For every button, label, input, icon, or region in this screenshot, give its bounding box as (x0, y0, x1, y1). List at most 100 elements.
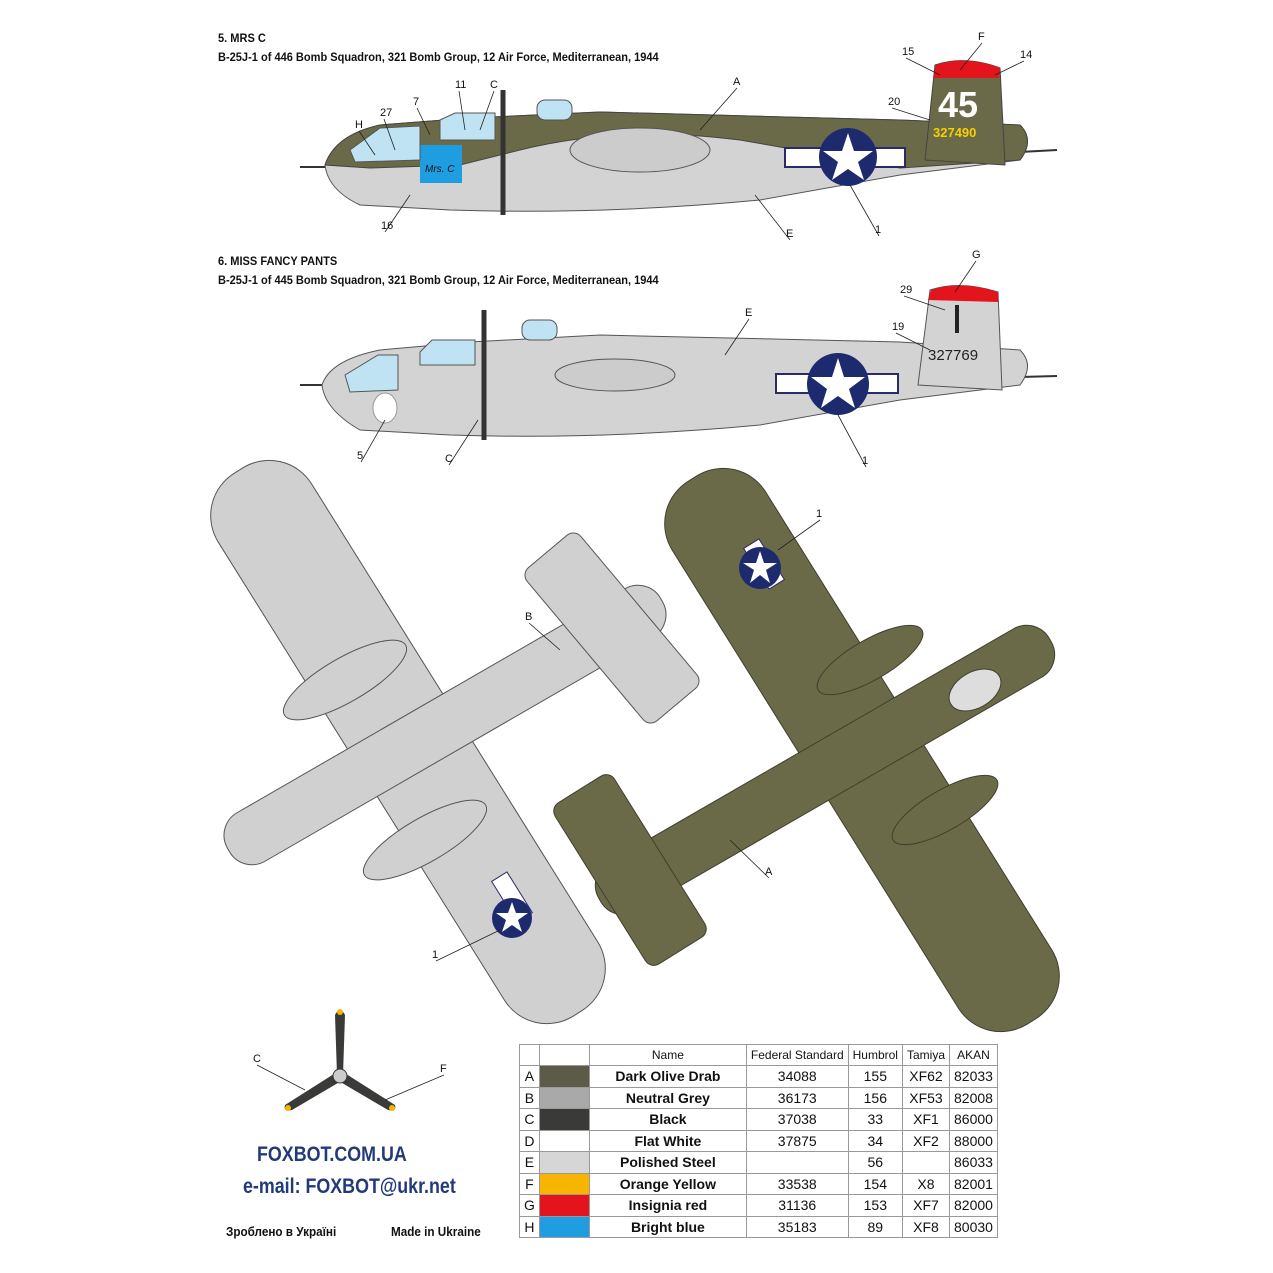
akan-code: 88000 (949, 1129, 998, 1152)
propeller-diagram (284, 1009, 396, 1111)
akan-code: 82033 (949, 1065, 998, 1088)
callout-leader-line (416, 107, 431, 136)
callout-leader-line (479, 90, 495, 131)
callout-label: C (253, 1053, 261, 1065)
callout-label: E (745, 307, 752, 319)
callout-leader-line (256, 1064, 306, 1091)
callout-label: 20 (888, 96, 900, 108)
side-view-mrs-c: Mrs. C 45 327490 (300, 60, 1058, 215)
federal-standard: 35183 (745, 1215, 849, 1238)
akan-code: 86000 (949, 1108, 998, 1131)
tamiya-code (901, 1151, 951, 1174)
color-code: G (519, 1194, 540, 1217)
callout-label: 1 (816, 508, 822, 520)
callout-label: B (525, 611, 532, 623)
callout-label: H (355, 119, 363, 131)
callout-leader-line (458, 90, 466, 131)
humbrol-code: 56 (847, 1151, 903, 1174)
callout-leader-line (994, 60, 1025, 76)
callout-leader-line (383, 118, 396, 151)
callout-label: A (765, 866, 773, 878)
callout-leader-line (903, 295, 946, 311)
callout-leader-line (905, 57, 941, 76)
color-swatch (538, 1215, 590, 1238)
callout-leader-line (849, 184, 880, 237)
callout-label: 16 (381, 220, 393, 232)
profile-6-title: 6. MISS FANCY PANTS (218, 254, 338, 268)
column-header: Tamiya (901, 1044, 951, 1066)
color-name: Dark Olive Drab (588, 1065, 747, 1088)
tamiya-code: XF62 (901, 1065, 951, 1088)
color-swatch (538, 1151, 590, 1174)
humbrol-code: 153 (847, 1194, 903, 1217)
callout-leader-line (384, 1074, 445, 1101)
callout-leader-line (699, 87, 738, 131)
profile-5-title: 5. MRS C (218, 31, 266, 45)
column-header: Federal Standard (745, 1044, 849, 1066)
column-header: AKAN (949, 1044, 998, 1066)
callout-label: C (490, 79, 498, 91)
callout-leader-line (754, 194, 791, 241)
callout-leader-line (895, 332, 931, 351)
tamiya-code: XF7 (901, 1194, 951, 1217)
federal-standard: 37038 (745, 1108, 849, 1131)
humbrol-code: 34 (847, 1129, 903, 1152)
callout-leader-line (448, 419, 479, 466)
profile-5-subtitle: B-25J-1 of 446 Bomb Squadron, 321 Bomb G… (218, 50, 659, 64)
akan-code: 80030 (949, 1215, 998, 1238)
callout-label: 29 (900, 284, 912, 296)
tail-code: 45 (938, 84, 978, 125)
tail-serial: 327490 (933, 125, 976, 140)
profile-6-subtitle: B-25J-1 of 445 Bomb Squadron, 321 Bomb G… (218, 273, 659, 287)
email: e-mail: FOXBOT@ukr.net (243, 1175, 456, 1198)
tamiya-code: XF1 (901, 1108, 951, 1131)
federal-standard: 31136 (745, 1194, 849, 1217)
callout-label: 15 (902, 46, 914, 58)
color-code: D (519, 1129, 540, 1152)
color-swatch (538, 1086, 590, 1109)
akan-code: 86033 (949, 1151, 998, 1174)
callout-leader-line (724, 318, 750, 356)
made-in-ukraine-en: Made in Ukraine (391, 1224, 481, 1239)
callout-label: A (733, 76, 741, 88)
federal-standard: 34088 (745, 1065, 849, 1088)
callout-leader-line (528, 622, 561, 651)
made-in-ukraine-ua: Зроблено в Україні (226, 1224, 337, 1239)
column-header: Name (588, 1044, 747, 1066)
color-swatch (538, 1172, 590, 1195)
color-code: A (519, 1065, 540, 1088)
color-swatch (538, 1108, 590, 1131)
callout-label: 14 (1020, 49, 1032, 61)
column-header (519, 1044, 540, 1066)
callout-leader-line (954, 260, 977, 293)
callout-label: 5 (357, 450, 363, 462)
color-name: Orange Yellow (588, 1172, 747, 1195)
callout-leader-line (777, 519, 821, 551)
akan-code: 82000 (949, 1194, 998, 1217)
humbrol-code: 155 (847, 1065, 903, 1088)
color-code: E (519, 1151, 540, 1174)
column-header (538, 1044, 590, 1066)
callout-label: E (786, 228, 793, 240)
callout-leader-line (360, 419, 386, 463)
callout-leader-line (891, 107, 931, 121)
callout-label: 11 (455, 79, 466, 91)
humbrol-code: 154 (847, 1172, 903, 1195)
callout-leader-line (837, 414, 867, 468)
callout-label: 1 (875, 224, 881, 236)
tamiya-code: X8 (901, 1172, 951, 1195)
akan-code: 82008 (949, 1086, 998, 1109)
website: FOXBOT.COM.UA (257, 1143, 407, 1166)
color-code: B (519, 1086, 540, 1109)
nose-art-text: Mrs. C (425, 164, 455, 175)
callout-leader-line (384, 194, 411, 233)
